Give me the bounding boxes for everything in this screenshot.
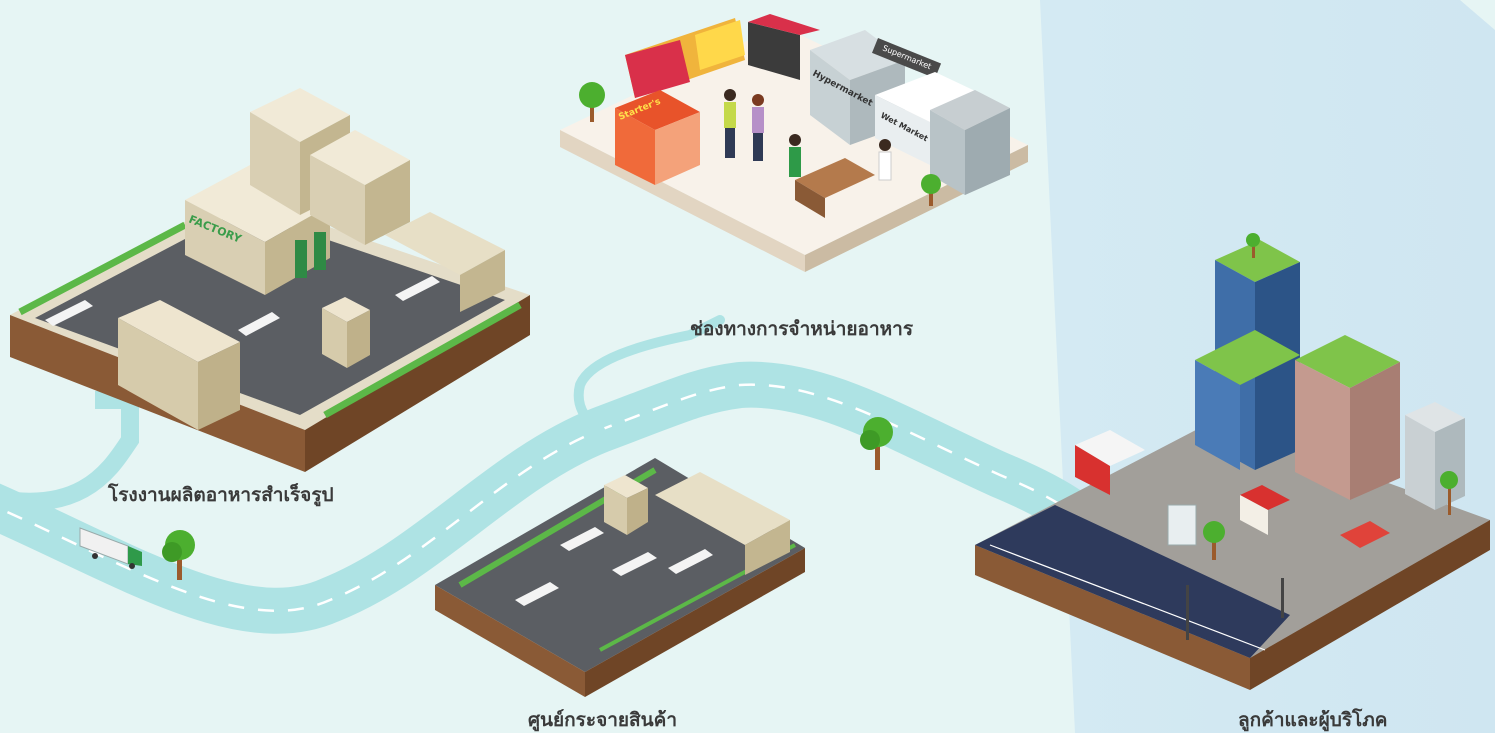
consumer-city-tile — [975, 233, 1490, 690]
tree-icon — [860, 417, 893, 470]
delivery-road — [0, 315, 1143, 634]
tree-icon — [162, 530, 195, 580]
retail-tile: Starter's Hypermarket Supermarket Wet Ma… — [560, 14, 1028, 272]
factory-label: โรงงานผลิตอาหารสำเร็จรูป — [108, 484, 334, 506]
retail-label: ช่องทางการจำหน่ายอาหาร — [690, 318, 914, 340]
distribution-label: ศูนย์กระจายสินค้า — [528, 709, 677, 731]
distribution-tile — [435, 458, 805, 697]
factory-tile: FACTORY — [10, 88, 530, 472]
road-truck-icon — [79, 527, 142, 569]
consumer-label: ลูกค้าและผู้บริโภค — [1238, 709, 1388, 731]
